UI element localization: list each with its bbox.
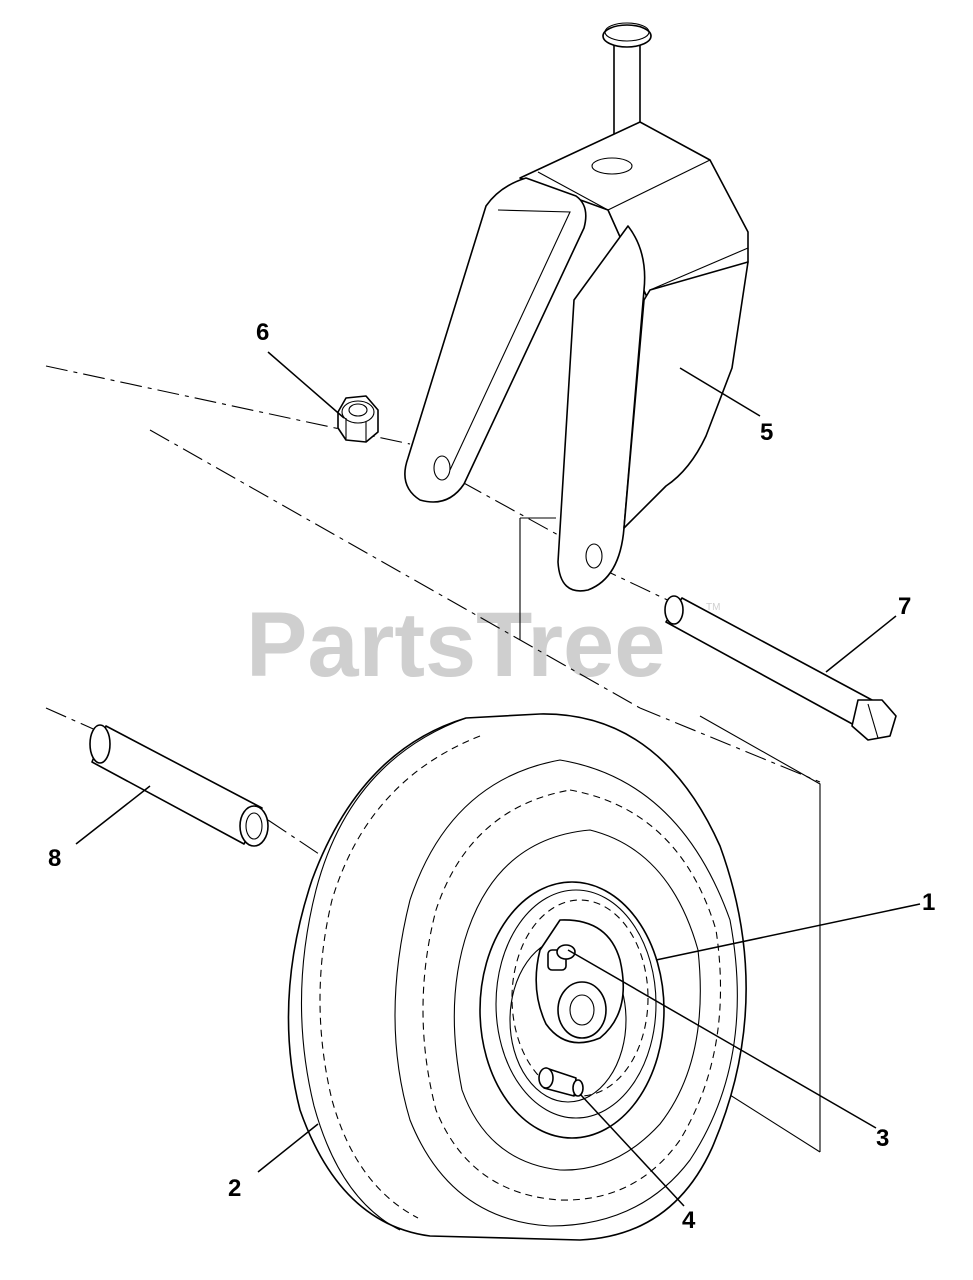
- bolt: [664, 595, 897, 741]
- wheel-rim: [479, 881, 665, 1139]
- watermark-trademark: TM: [706, 602, 720, 613]
- callout-1: 1: [922, 889, 935, 916]
- centerline-long: [149, 429, 821, 783]
- watermark-text: PartsTree: [246, 594, 665, 696]
- hex-nut: [337, 395, 379, 443]
- grease-fitting-hub: [547, 944, 576, 971]
- callout-7: 7: [898, 593, 911, 620]
- centerline-lower: [45, 707, 341, 869]
- callout-2: 2: [228, 1175, 241, 1202]
- callout-5: 5: [760, 419, 773, 446]
- valve-stem: [538, 1067, 584, 1097]
- caster-fork: [404, 22, 749, 592]
- spacer-tube: [89, 724, 269, 847]
- callout-4: 4: [682, 1207, 696, 1234]
- callout-3: 3: [876, 1125, 889, 1152]
- leader-lines: [75, 351, 921, 1207]
- callout-8: 8: [48, 845, 61, 872]
- callout-6: 6: [256, 319, 269, 346]
